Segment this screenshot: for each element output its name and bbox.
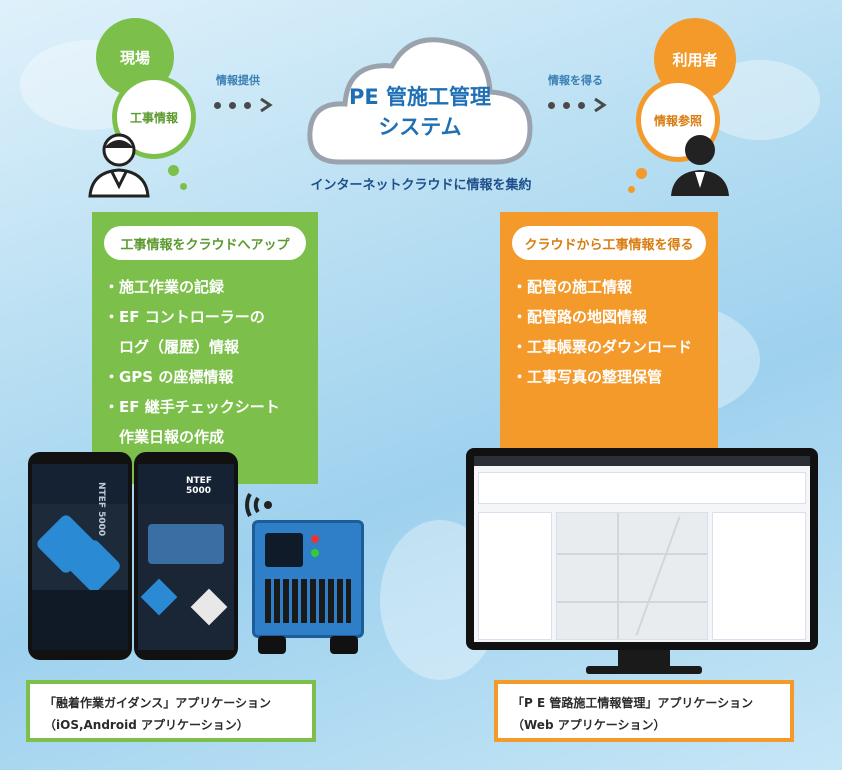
ef-controller-device: [252, 520, 364, 638]
list-item: ・EF 継手チェックシート: [104, 398, 280, 416]
list-item: ・配管の施工情報: [512, 278, 633, 296]
controller-wheel: [258, 636, 286, 654]
arrow-right-label: 情報を得る: [548, 74, 603, 87]
phone-screen: NTEF 5000: [138, 464, 234, 650]
thought-dot: [636, 168, 647, 179]
controller-wheel: [330, 636, 358, 654]
left-caption-line1: 「融着作業ガイダンス」アプリケーション: [44, 696, 272, 710]
monitor-base: [586, 666, 702, 674]
right-role-label: 利用者: [672, 50, 718, 69]
list-item: ・工事帳票のダウンロード: [512, 338, 693, 356]
cloud-icon: [307, 37, 533, 165]
list-item: ・配管路の地図情報: [512, 308, 648, 326]
list-item: ・工事写真の整理保管: [512, 368, 663, 386]
user-person-icon: [671, 135, 729, 196]
arrow-left: [214, 97, 273, 113]
phone-brand: NTEF 5000: [186, 476, 212, 496]
list-item: ・GPS の座標情報: [104, 368, 234, 386]
thought-dot: [628, 186, 635, 193]
cloud-title-line1: PE 管施工管理: [348, 85, 492, 109]
phone-device: NTEF 5000: [134, 452, 238, 660]
phone-device: NTEF 5000: [28, 452, 132, 660]
left-panel-header: 工事情報をクラウドへアップ: [104, 226, 306, 260]
thought-dot: [180, 183, 187, 190]
right-panel-header: クラウドから工事情報を得る: [512, 226, 706, 260]
chevron-right-icon: [594, 97, 607, 113]
right-panel-list: ・配管の施工情報 ・配管路の地図情報 ・工事帳票のダウンロード ・工事写真の整理…: [512, 272, 718, 392]
arrow-right: [548, 97, 607, 113]
cloud-title: PE 管施工管理 システム: [318, 82, 522, 142]
monitor-screen: [474, 456, 810, 642]
wifi-icon: [245, 493, 272, 517]
arrow-left-label: 情報提供: [216, 74, 260, 87]
worker-person-icon: [88, 133, 150, 198]
right-app-caption: 「P E 管路施工情報管理」アプリケーション （Web アプリケーション）: [494, 680, 794, 742]
phone-brand: NTEF 5000: [96, 482, 106, 537]
monitor-stand: [618, 650, 670, 668]
monitor-device: [466, 448, 818, 650]
cloud-title-line2: システム: [378, 115, 462, 139]
phone-screen: NTEF 5000: [32, 464, 128, 650]
left-role-label: 現場: [119, 48, 150, 67]
left-caption-line2: （iOS,Android アプリケーション）: [44, 718, 249, 732]
thought-dot: [168, 165, 179, 176]
right-bubble-label: 情報参照: [653, 113, 702, 128]
chevron-right-icon: [260, 97, 273, 113]
right-caption-line1: 「P E 管路施工情報管理」アプリケーション: [512, 696, 754, 710]
left-app-caption: 「融着作業ガイダンス」アプリケーション （iOS,Android アプリケーショ…: [26, 680, 316, 742]
list-item: 作業日報の作成: [104, 428, 225, 446]
left-panel-list: ・施工作業の記録 ・EF コントローラーの ログ（履歴）情報 ・GPS の座標情…: [104, 272, 314, 452]
cloud-caption: インターネットクラウドに情報を集約: [310, 178, 532, 193]
left-bubble-label: 工事情報: [129, 110, 178, 125]
list-item: ・施工作業の記録: [104, 278, 225, 296]
list-item: ・EF コントローラーの: [104, 308, 265, 326]
right-caption-line2: （Web アプリケーション）: [512, 718, 666, 732]
list-item: ログ（履歴）情報: [104, 338, 240, 356]
